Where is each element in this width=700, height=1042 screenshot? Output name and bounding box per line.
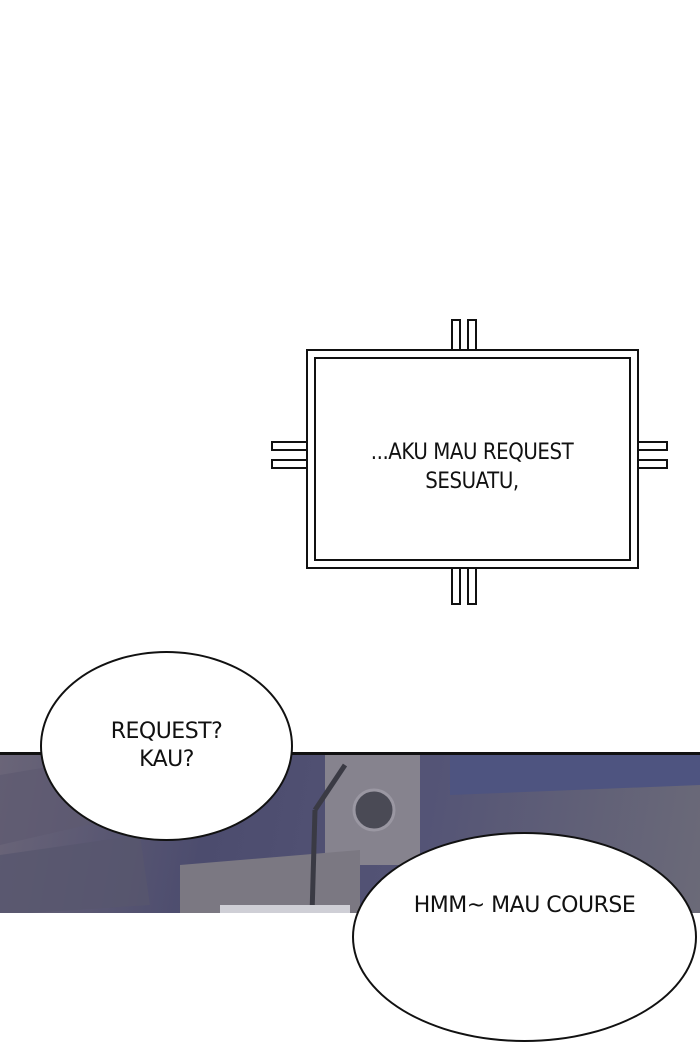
- studio-background: [0, 755, 700, 913]
- caption-line: ...AKU MAU REQUEST: [370, 440, 574, 465]
- bubble-line: KAU?: [139, 747, 194, 772]
- caption-text: ...AKU MAU REQUEST SESUATU,: [332, 438, 613, 496]
- caption-line: SESUATU,: [425, 469, 519, 494]
- caption-box-frame: [271, 319, 668, 605]
- speech-bubble: HMM~ MAU COURSE: [352, 832, 697, 1042]
- bubble-line: HMM~ MAU COURSE: [413, 893, 636, 918]
- speech-bubble: REQUEST? KAU?: [40, 651, 293, 841]
- bubble-line: REQUEST?: [110, 719, 223, 744]
